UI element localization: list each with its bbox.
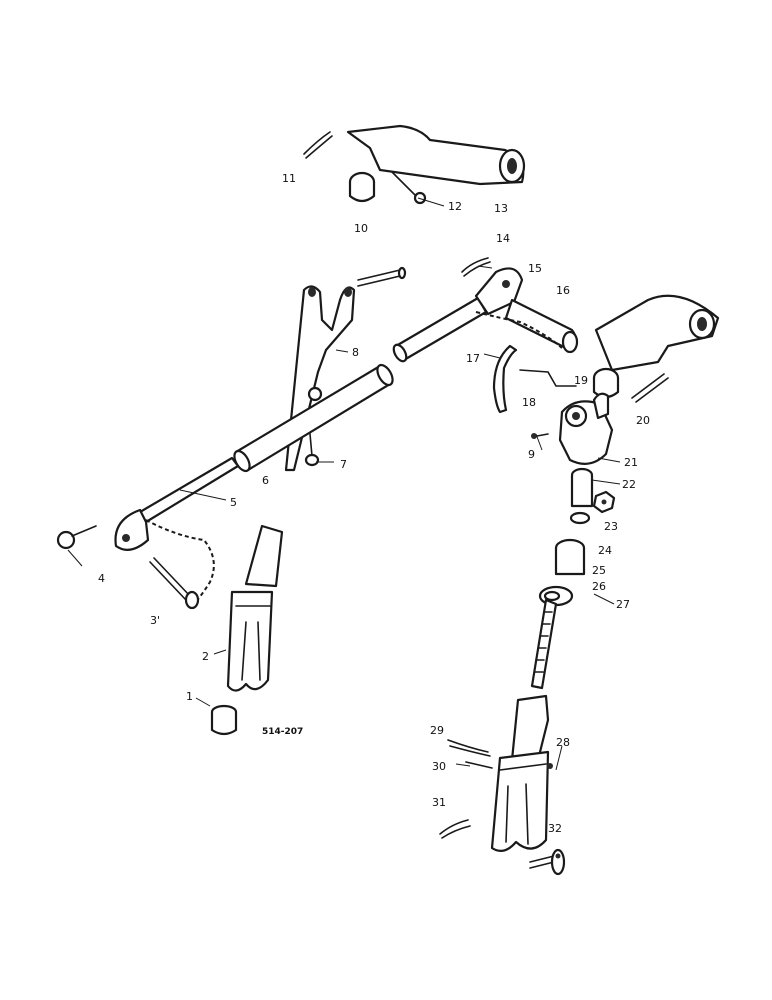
callout-16: 16 [556,284,570,297]
bush-1 [210,704,238,736]
callout-14: 14 [496,232,510,245]
cotter-pin-29 [447,739,491,757]
nut-23 [592,490,616,514]
spring-clip-31 [439,819,471,839]
callout-12: 12 [448,200,462,213]
callout-32: 32 [548,822,562,835]
lift-arm-upper [346,124,526,186]
callout-29: 29 [430,724,444,737]
callout-22: 22 [622,478,636,491]
adjusting-screw-22-27 [530,467,594,690]
callout-27: 27 [616,598,630,611]
fork-lh-2 [226,524,284,692]
callout-25: 25 [592,564,606,577]
callout-5: 5 [230,496,237,509]
callout-11: 11 [282,172,296,185]
callout-6: 6 [262,474,269,487]
callout-8: 8 [352,346,359,359]
callout-26: 26 [592,580,606,593]
check-chain-lower [145,519,215,607]
reference-code: 514-207 [262,727,303,737]
bush-20 [592,367,620,399]
callout-3: 3' [150,614,160,627]
gearbox-21 [558,392,614,465]
fork-rh-31 [490,694,550,853]
callout-20: 20 [636,414,650,427]
callout-30: 30 [432,760,446,773]
callout-9: 9 [528,448,535,461]
pin-20 [631,373,669,403]
crank-18 [519,369,577,387]
callout-4: 4 [98,572,105,585]
pin-3 [149,557,200,610]
lift-arm-rh [594,294,720,372]
pin-32 [529,848,566,876]
lift-rod-8 [284,285,356,472]
top-link-15-16 [392,267,579,363]
leader-lines [67,197,621,771]
grease-nipple-28 [547,763,553,769]
bush-10 [348,171,376,203]
callout-18: 18 [522,396,536,409]
spring-17 [492,344,518,414]
callout-2: 2 [202,650,209,663]
callout-7: 7 [340,458,347,471]
callout-19: 19 [574,374,588,387]
callouts: 1 2 3' 4 5 6 7 8 9 10 11 12 13 14 15 16 … [98,172,650,835]
callout-17: 17 [466,352,480,365]
levelling-rod-5-6 [114,363,394,551]
callout-31: 31 [432,796,446,809]
callout-24: 24 [598,544,612,557]
callout-13: 13 [494,202,508,215]
grease-nipple-9 [531,433,549,439]
pin-30 [465,761,493,769]
callout-21: 21 [624,456,638,469]
ring-pin-4 [56,525,97,550]
pin-7-upper [357,266,407,287]
pin-7-lower [304,433,320,467]
callout-15: 15 [528,262,542,275]
callout-1: 1 [186,690,193,703]
callout-10: 10 [354,222,368,235]
callout-23: 23 [604,520,618,533]
callout-28: 28 [556,736,570,749]
check-chain-upper [475,311,563,349]
cotter-pin-14 [461,257,491,277]
pin-12 [391,171,427,205]
spring-clip-11 [303,131,333,159]
